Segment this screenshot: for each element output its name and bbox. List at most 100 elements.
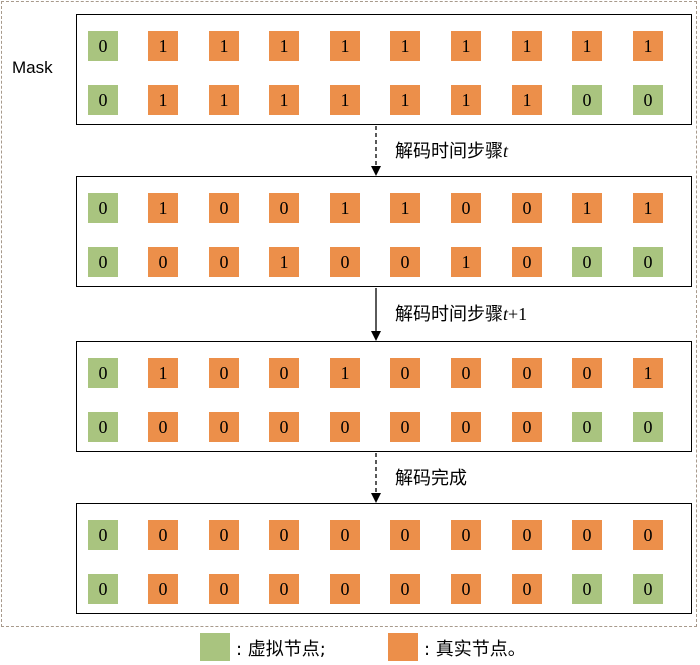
step-text: 解码时间步骤 [395,304,503,325]
real-node-cell: 0 [512,247,542,277]
real-node-cell: 0 [330,247,360,277]
real-node-cell: 0 [390,520,420,550]
dashed-arrow [370,125,382,176]
real-node-cell: 1 [451,247,481,277]
virtual-node-cell: 0 [572,574,602,604]
real-node-cell: 0 [209,412,239,442]
virtual-node-cell: 0 [633,412,663,442]
real-node-cell: 0 [209,193,239,223]
real-node-cell: 0 [269,520,299,550]
virtual-node-cell: 0 [88,31,118,61]
real-node-cell: 1 [148,85,178,115]
dashed-arrow [370,452,382,503]
real-node-cell: 1 [269,247,299,277]
solid-arrow [370,287,382,341]
real-node-cell: 0 [512,574,542,604]
step-label: 解码完成 [395,464,467,490]
step-variable: t [503,140,509,161]
virtual-node-cell: 0 [633,85,663,115]
real-node-cell: 0 [209,574,239,604]
real-node-cell: 0 [451,574,481,604]
real-node-cell: 0 [451,193,481,223]
virtual-node-cell: 0 [633,574,663,604]
virtual-node-cell: 0 [88,193,118,223]
real-node-cell: 1 [451,85,481,115]
real-node-cell: 0 [330,520,360,550]
real-node-cell: 0 [209,358,239,388]
step-variable: t [503,304,509,324]
step-text: 解码时间步骤 [395,140,503,162]
real-node-cell: 1 [269,31,299,61]
real-node-cell: 1 [633,193,663,223]
real-node-cell: 0 [269,412,299,442]
real-node-cell: 0 [148,574,178,604]
real-node-cell: 0 [269,574,299,604]
real-node-cell: 0 [209,247,239,277]
step-suffix: +1 [508,304,528,324]
real-node-cell: 0 [330,412,360,442]
legend-virtual-swatch [200,633,230,661]
real-node-cell: 0 [451,358,481,388]
real-node-cell: 0 [390,358,420,388]
real-node-cell: 1 [330,85,360,115]
mask-label: Mask [12,58,53,77]
real-node-cell: 1 [330,31,360,61]
legend: : 虚拟节点; : 真实节点。 [0,632,700,662]
step-label: 解码时间步骤t+1 [395,300,527,326]
legend-real-label: : 真实节点。 [424,639,526,660]
virtual-node-cell: 0 [88,412,118,442]
step-text: 解码完成 [395,467,467,489]
virtual-node-cell: 0 [88,574,118,604]
diagram-frame [1,1,697,627]
real-node-cell: 1 [451,31,481,61]
virtual-node-cell: 0 [572,247,602,277]
real-node-cell: 1 [390,31,420,61]
real-node-cell: 1 [390,85,420,115]
virtual-node-cell: 0 [88,85,118,115]
real-node-cell: 0 [148,412,178,442]
real-node-cell: 0 [512,358,542,388]
step-label: 解码时间步骤t [395,137,508,163]
real-node-cell: 0 [572,520,602,550]
virtual-node-cell: 0 [633,247,663,277]
real-node-cell: 0 [148,247,178,277]
legend-virtual-label: : 虚拟节点; [236,639,326,660]
real-node-cell: 0 [330,574,360,604]
real-node-cell: 1 [330,193,360,223]
real-node-cell: 0 [572,358,602,388]
real-node-cell: 0 [512,193,542,223]
virtual-node-cell: 0 [572,412,602,442]
real-node-cell: 1 [209,31,239,61]
real-node-cell: 1 [209,85,239,115]
real-node-cell: 1 [269,85,299,115]
real-node-cell: 0 [512,412,542,442]
real-node-cell: 0 [451,520,481,550]
real-node-cell: 0 [390,412,420,442]
real-node-cell: 1 [633,31,663,61]
real-node-cell: 1 [512,85,542,115]
virtual-node-cell: 0 [88,358,118,388]
real-node-cell: 1 [330,358,360,388]
real-node-cell: 0 [269,193,299,223]
real-node-cell: 0 [451,412,481,442]
virtual-node-cell: 0 [572,85,602,115]
real-node-cell: 0 [390,574,420,604]
virtual-node-cell: 0 [88,247,118,277]
real-node-cell: 0 [633,520,663,550]
real-node-cell: 1 [572,193,602,223]
real-node-cell: 0 [269,358,299,388]
real-node-cell: 1 [148,31,178,61]
virtual-node-cell: 0 [88,520,118,550]
real-node-cell: 1 [633,358,663,388]
